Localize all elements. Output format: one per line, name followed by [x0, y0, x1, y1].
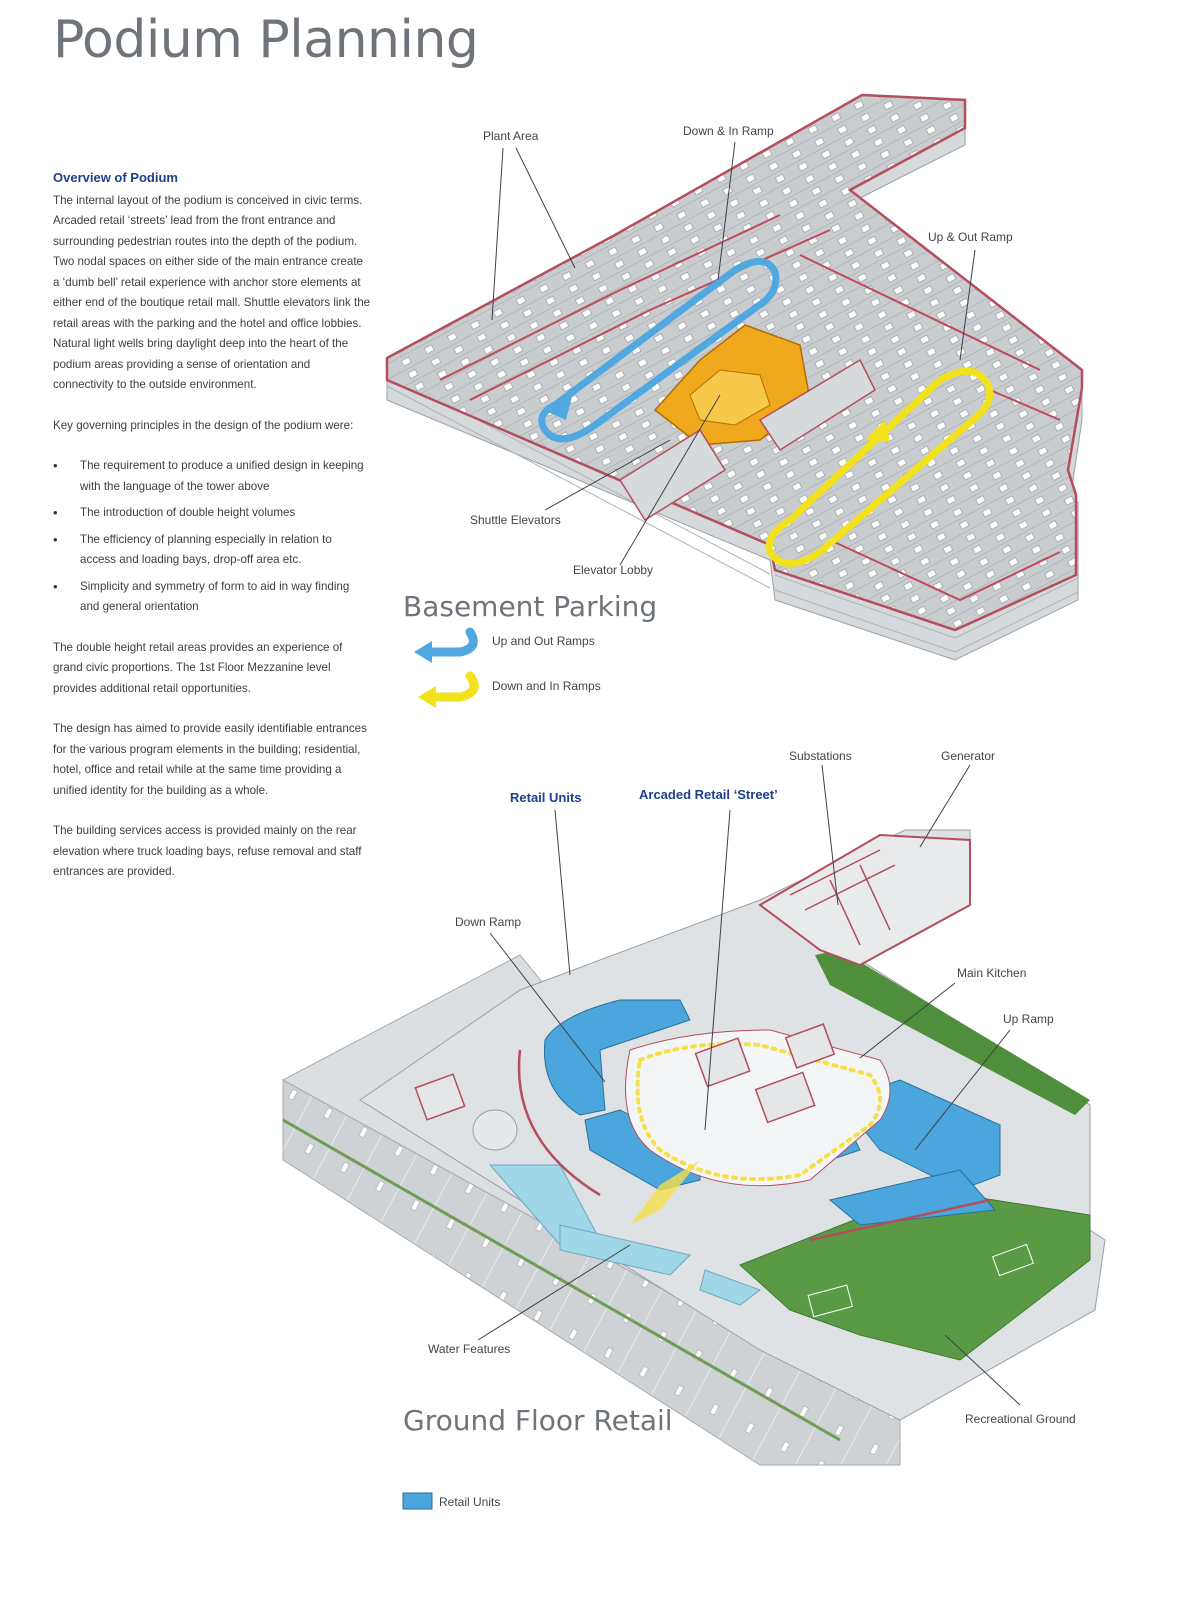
label-recreational-ground: Recreational Ground — [965, 1412, 1076, 1426]
label-substations: Substations — [789, 749, 852, 763]
principle-item: The efficiency of planning especially in… — [53, 530, 371, 571]
principle-item: Simplicity and symmetry of form to aid i… — [53, 577, 371, 618]
legend-down-in-label: Down and In Ramps — [492, 679, 601, 693]
label-retail-units: Retail Units — [510, 790, 582, 805]
double-height-paragraph: The double height retail areas provides … — [53, 640, 343, 695]
label-generator: Generator — [941, 749, 995, 763]
overview-column: Overview of Podium The internal layout o… — [53, 168, 371, 903]
label-down-ramp: Down Ramp — [455, 915, 521, 929]
entrances-paragraph: The design has aimed to provide easily i… — [53, 722, 367, 797]
label-elevator-lobby: Elevator Lobby — [573, 563, 653, 577]
overview-heading: Overview of Podium — [53, 170, 178, 185]
arrow-left-icon — [418, 686, 436, 708]
page-title: Podium Planning — [53, 10, 479, 70]
principle-item: The requirement to produce a unified des… — [53, 456, 371, 497]
label-main-kitchen: Main Kitchen — [957, 966, 1026, 980]
label-plant-area: Plant Area — [483, 129, 539, 143]
ground-floor-drawing: Retail Units Arcaded Retail ‘Street’ Sub… — [281, 749, 1106, 1510]
services-paragraph: The building services access is provided… — [53, 824, 362, 878]
label-up-ramp: Up Ramp — [1003, 1012, 1054, 1026]
section-title-ground: Ground Floor Retail — [403, 1404, 673, 1437]
legend-retail-units: Retail Units — [402, 1492, 500, 1510]
legend-swatch — [402, 1492, 433, 1510]
label-up-out-ramp: Up & Out Ramp — [928, 230, 1013, 244]
overview-intro: The internal layout of the podium is con… — [53, 193, 371, 392]
legend-retail-units-label: Retail Units — [439, 1495, 500, 1509]
legend-up-out: Up and Out Ramps — [414, 627, 595, 663]
principle-item: The introduction of double height volume… — [53, 503, 371, 524]
principles-list: The requirement to produce a unified des… — [53, 456, 371, 618]
principles-intro: Key governing principles in the design o… — [53, 418, 354, 432]
label-down-in-ramp: Down & In Ramp — [683, 124, 774, 138]
label-shuttle-elevators: Shuttle Elevators — [470, 513, 561, 527]
basement-parking-drawing: Plant Area Down & In Ramp Up & Out Ramp … — [385, 93, 1084, 708]
legend-up-out-label: Up and Out Ramps — [492, 634, 595, 648]
section-title-basement: Basement Parking — [403, 590, 657, 623]
legend-down-in: Down and In Ramps — [418, 671, 601, 708]
label-arcaded-street: Arcaded Retail ‘Street’ — [639, 787, 778, 802]
label-water-features: Water Features — [428, 1342, 510, 1356]
arrow-left-icon — [414, 641, 432, 663]
